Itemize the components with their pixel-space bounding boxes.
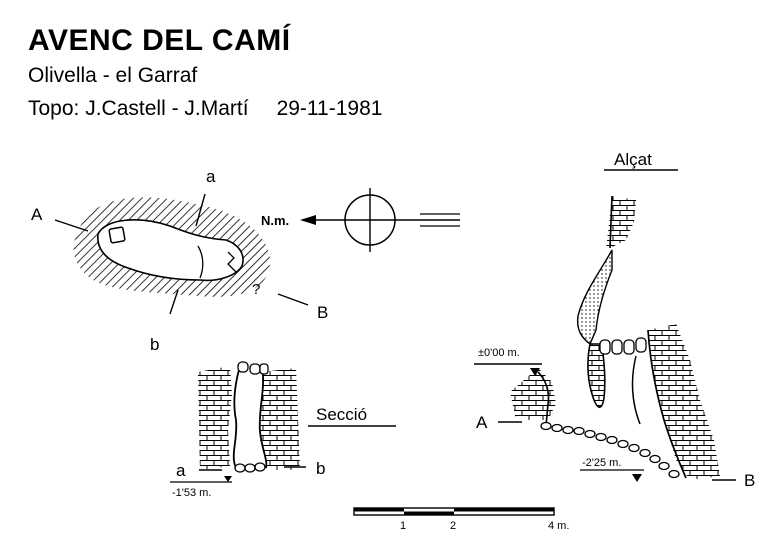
- elevation-right-wall: [647, 329, 687, 479]
- floor-stone: [254, 462, 266, 472]
- scale-segment: [404, 511, 454, 515]
- survey-credit: Topo: J.Castell - J.Martí 29-11-1981: [28, 97, 382, 121]
- elevation-sediment-slope: [576, 249, 613, 346]
- section-block: [237, 361, 249, 373]
- elevation-datum-label: ±0'00 m.: [478, 347, 520, 359]
- elevation-right-rock: [648, 324, 720, 480]
- ceiling-block: [599, 339, 611, 355]
- scale-bar: 1 2 4 m.: [353, 507, 569, 532]
- section-block: [259, 363, 269, 375]
- depth-marker-arrow-icon: [224, 476, 232, 482]
- cross-section: Secció a b -1'53 m.: [170, 361, 396, 499]
- section-label-a: a: [176, 461, 186, 480]
- north-arrow: N.m.: [261, 188, 460, 252]
- ceiling-block: [623, 339, 635, 355]
- floor-stone: [234, 463, 246, 473]
- leader-line-B: [277, 293, 309, 306]
- elevation-title: Alçat: [614, 150, 652, 169]
- elevation-label-A: A: [476, 413, 488, 432]
- section-line-b: [169, 289, 179, 315]
- elevation-wall-line: [609, 195, 613, 249]
- location-subtitle: Olivella - el Garraf: [28, 64, 198, 87]
- elevation-pendant: [587, 343, 606, 409]
- plan-label-B: B: [317, 303, 328, 322]
- survey-date: 29-11-1981: [276, 97, 383, 120]
- plan-passage-outline: [97, 219, 244, 282]
- scale-tick-1: 1: [400, 520, 406, 532]
- plan-question-mark: ?: [252, 281, 260, 298]
- elevation-floor-stones: [540, 421, 680, 479]
- scale-tick-4: 4 m.: [548, 520, 569, 532]
- section-block: [249, 363, 261, 375]
- elevation-view: Alçat ±0'00 m.: [474, 150, 755, 490]
- plan-label-a: a: [206, 167, 216, 186]
- datum-arrow-icon: [530, 368, 540, 376]
- section-label-b: b: [316, 459, 325, 478]
- plan-label-A: A: [31, 205, 43, 224]
- scale-tick-2: 2: [450, 520, 456, 532]
- plan-step-line: [197, 245, 204, 279]
- elevation-inner-wall: [631, 355, 641, 425]
- ceiling-block: [635, 337, 647, 353]
- section-depth-label: -1'53 m.: [172, 487, 211, 499]
- section-left-wall: [198, 366, 232, 470]
- elevation-depth-arrow-icon: [632, 474, 642, 482]
- elevation-upper-rock: [606, 196, 636, 250]
- section-line-a: [195, 193, 206, 227]
- floor-stone: [244, 463, 256, 473]
- leader-line-A: [54, 219, 89, 232]
- plan-label-b: b: [150, 335, 159, 354]
- north-arrowhead-icon: [300, 215, 316, 225]
- plan-view: A B a b ?: [31, 167, 328, 354]
- section-title: Secció: [316, 405, 367, 424]
- scale-segment: [454, 508, 554, 512]
- entrance-wall-line: [537, 371, 550, 427]
- page-title: AVENC DEL CAMÍ: [28, 24, 291, 57]
- surveyors: Topo: J.Castell - J.Martí: [28, 97, 249, 120]
- north-label: N.m.: [261, 213, 289, 228]
- elevation-depth-label: -2'25 m.: [582, 457, 621, 469]
- elevation-label-B: B: [744, 471, 755, 490]
- plan-narrowing: [227, 251, 237, 273]
- section-right-wall: [260, 368, 300, 470]
- ceiling-block: [611, 339, 623, 355]
- section-passage-walls: [232, 365, 268, 469]
- scale-segment: [354, 508, 404, 512]
- plan-boulder: [108, 226, 126, 244]
